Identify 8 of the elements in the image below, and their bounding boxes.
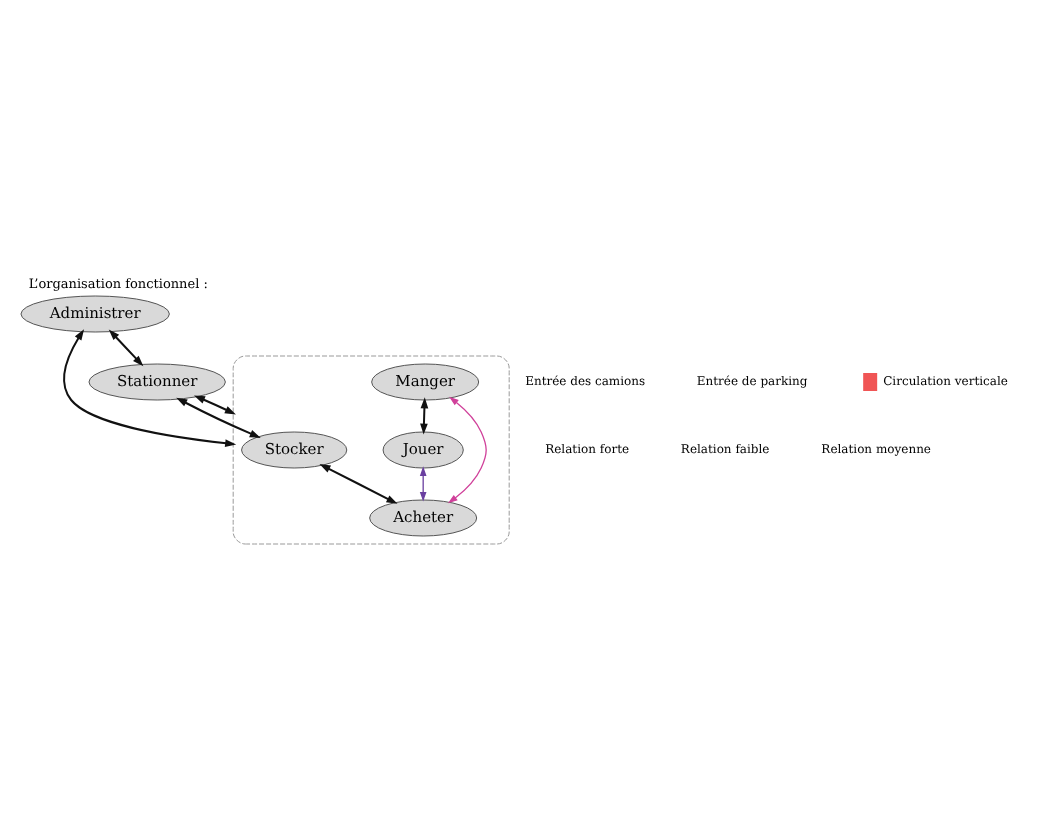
arrow (176, 396, 261, 437)
arrow (193, 394, 236, 414)
cluster (232, 354, 510, 544)
arrow (447, 395, 487, 503)
arrow (319, 462, 398, 503)
arrow (63, 328, 237, 447)
arrow (108, 328, 144, 366)
arrow (420, 396, 429, 434)
